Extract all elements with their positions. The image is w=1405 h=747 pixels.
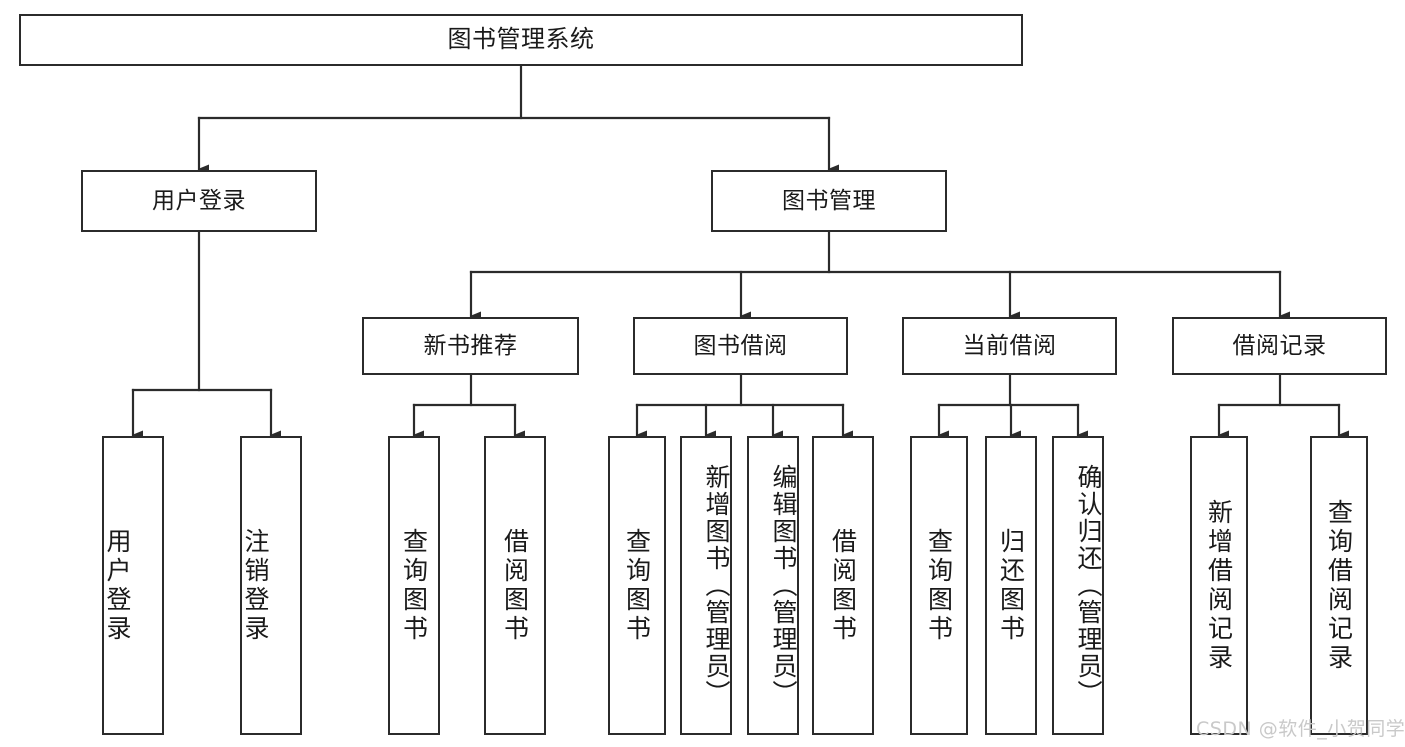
- node-label: 用户登录: [103, 527, 132, 644]
- node-n-borrow: 图书借阅: [633, 317, 848, 375]
- node-l-bor-query: 查询图书: [608, 436, 666, 735]
- node-label: 查询图书: [924, 527, 954, 644]
- node-label: 查询图书: [622, 527, 652, 644]
- node-n-book: 图书管理: [711, 170, 947, 232]
- node-root: 图书管理系统: [19, 14, 1023, 66]
- node-label: 编辑图书（管理员）: [769, 464, 798, 707]
- node-label: 归还图书: [996, 527, 1026, 644]
- node-label: 新增借阅记录: [1204, 498, 1234, 673]
- node-label: 图书借阅: [693, 332, 788, 359]
- node-n-login: 用户登录: [81, 170, 317, 232]
- node-n-cur: 当前借阅: [902, 317, 1117, 375]
- node-l-cur-confirm: 确认归还（管理员）: [1052, 436, 1104, 735]
- node-l-bor-edit: 编辑图书（管理员）: [747, 436, 799, 735]
- node-l-bor-lend: 借阅图书: [812, 436, 874, 735]
- node-label: 注销登录: [241, 527, 270, 644]
- node-n-rec: 借阅记录: [1172, 317, 1387, 375]
- node-n-new: 新书推荐: [362, 317, 579, 375]
- node-l-rec-query: 查询借阅记录: [1310, 436, 1368, 735]
- node-l-new-query: 查询图书: [388, 436, 440, 735]
- node-l-user-login: 用户登录: [102, 436, 164, 735]
- node-l-bor-add: 新增图书（管理员）: [680, 436, 732, 735]
- node-label: 借阅图书: [828, 527, 858, 644]
- node-label: 借阅图书: [500, 527, 530, 644]
- node-label: 新书推荐: [423, 332, 518, 359]
- node-l-new-borrow: 借阅图书: [484, 436, 546, 735]
- node-label: 当前借阅: [962, 332, 1057, 359]
- csdn-watermark: CSDN @软件_小贺同学: [1196, 718, 1405, 740]
- node-label: 图书管理: [782, 187, 876, 214]
- node-l-user-logout: 注销登录: [240, 436, 302, 735]
- node-label: 新增图书（管理员）: [702, 464, 731, 707]
- node-l-cur-query: 查询图书: [910, 436, 968, 735]
- node-label: 查询借阅记录: [1324, 498, 1354, 673]
- node-label: 确认归还（管理员）: [1074, 464, 1103, 707]
- node-l-cur-return: 归还图书: [985, 436, 1037, 735]
- node-l-rec-add: 新增借阅记录: [1190, 436, 1248, 735]
- node-label: 用户登录: [152, 187, 246, 214]
- node-label: 图书管理系统: [447, 25, 595, 54]
- node-label: 查询图书: [399, 527, 429, 644]
- node-label: 借阅记录: [1232, 332, 1327, 359]
